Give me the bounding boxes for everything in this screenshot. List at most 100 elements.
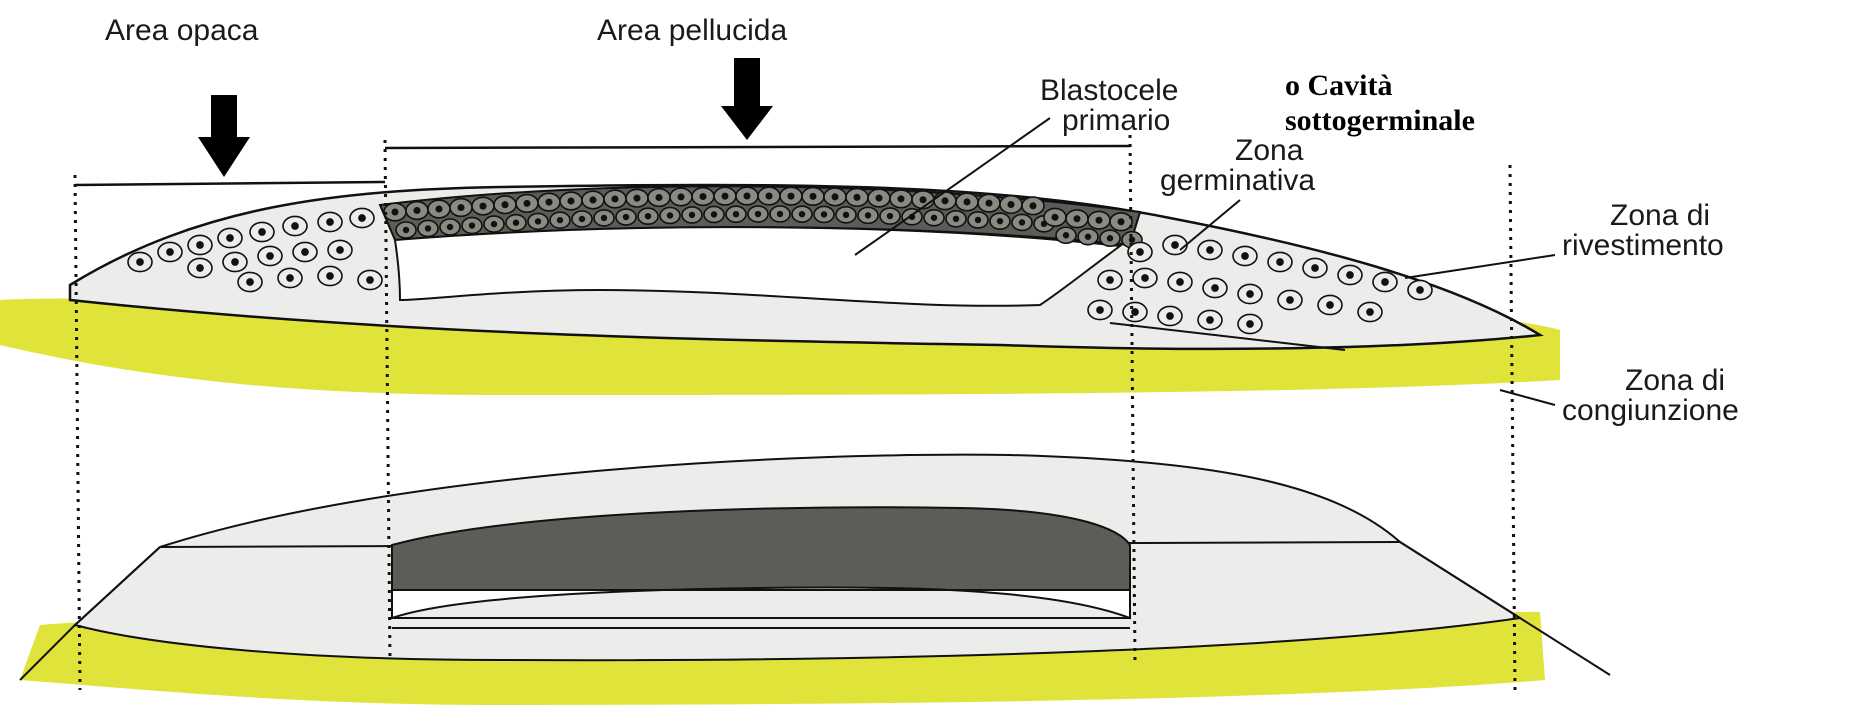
label-zona-germinativa-1: Zona bbox=[1235, 134, 1304, 167]
cell-nucleus bbox=[501, 201, 508, 208]
cell-nucleus bbox=[1286, 296, 1294, 304]
cell-nucleus bbox=[435, 205, 442, 212]
cell-nucleus bbox=[699, 193, 706, 200]
cell-nucleus bbox=[291, 222, 299, 230]
cell-nucleus bbox=[1366, 308, 1374, 316]
cell-nucleus bbox=[721, 193, 728, 200]
cell-nucleus bbox=[1311, 264, 1319, 272]
cell-nucleus bbox=[326, 218, 334, 226]
cell-nucleus bbox=[545, 199, 552, 206]
label-area-pellucida: Area pellucida bbox=[597, 14, 787, 47]
cell-nucleus bbox=[1381, 278, 1389, 286]
cell-nucleus bbox=[755, 211, 761, 217]
cell-nucleus bbox=[623, 214, 629, 220]
cell-nucleus bbox=[136, 258, 144, 266]
cell-nucleus bbox=[799, 211, 805, 217]
cell-nucleus bbox=[479, 203, 486, 210]
cell-nucleus bbox=[513, 220, 519, 226]
arrow-opaca bbox=[198, 95, 250, 177]
cell-nucleus bbox=[1129, 237, 1135, 243]
label-zona-rivestimento-1: Zona di bbox=[1610, 199, 1710, 232]
cell-nucleus bbox=[226, 234, 234, 242]
cell-nucleus bbox=[266, 252, 274, 260]
cell-nucleus bbox=[1051, 214, 1058, 221]
label-zona-rivestimento-2: rivestimento bbox=[1562, 229, 1724, 262]
label-zona-congiunzione-1: Zona di bbox=[1625, 364, 1725, 397]
cell-nucleus bbox=[358, 214, 366, 222]
cell-nucleus bbox=[1246, 290, 1254, 298]
cell-nucleus bbox=[667, 212, 673, 218]
cell-nucleus bbox=[413, 207, 420, 214]
cell-nucleus bbox=[457, 204, 464, 211]
cell-nucleus bbox=[975, 217, 981, 223]
cell-nucleus bbox=[557, 217, 563, 223]
cell-nucleus bbox=[166, 248, 174, 256]
cell-nucleus bbox=[391, 208, 398, 215]
cell-nucleus bbox=[1136, 248, 1144, 256]
cell-nucleus bbox=[821, 211, 827, 217]
cell-nucleus bbox=[831, 193, 838, 200]
bottom-section bbox=[20, 455, 1610, 705]
cell-nucleus bbox=[633, 195, 640, 202]
label-cavita-2: sottogerminale bbox=[1285, 104, 1475, 137]
cell-nucleus bbox=[645, 213, 651, 219]
cell-nucleus bbox=[469, 222, 475, 228]
cell-nucleus bbox=[733, 211, 739, 217]
cell-nucleus bbox=[1206, 316, 1214, 324]
cell-nucleus bbox=[1171, 241, 1179, 249]
cell-nucleus bbox=[425, 225, 431, 231]
cell-nucleus bbox=[1276, 258, 1284, 266]
cell-nucleus bbox=[535, 218, 541, 224]
blastocoel-cavity bbox=[395, 227, 1120, 306]
cell-nucleus bbox=[1131, 308, 1139, 316]
cell-nucleus bbox=[931, 215, 937, 221]
cell-nucleus bbox=[567, 197, 574, 204]
cell-nucleus bbox=[1007, 201, 1014, 208]
cell-nucleus bbox=[491, 221, 497, 227]
cell-nucleus bbox=[843, 212, 849, 218]
label-area-opaca: Area opaca bbox=[105, 14, 259, 47]
cell-nucleus bbox=[286, 274, 294, 282]
cell-nucleus bbox=[1106, 276, 1114, 284]
cell-nucleus bbox=[655, 194, 662, 201]
cell-nucleus bbox=[589, 196, 596, 203]
cell-nucleus bbox=[1063, 232, 1069, 238]
cell-nucleus bbox=[1241, 252, 1249, 260]
cell-nucleus bbox=[1096, 306, 1104, 314]
top-section bbox=[0, 185, 1560, 395]
cell-nucleus bbox=[196, 241, 204, 249]
cell-nucleus bbox=[897, 195, 904, 202]
cell-nucleus bbox=[677, 193, 684, 200]
cell-nucleus bbox=[1246, 320, 1254, 328]
cell-nucleus bbox=[196, 264, 204, 272]
label-blastocele-1: Blastocele bbox=[1040, 74, 1178, 107]
cell-nucleus bbox=[1166, 312, 1174, 320]
cell-nucleus bbox=[1073, 215, 1080, 222]
cell-nucleus bbox=[1211, 284, 1219, 292]
cell-nucleus bbox=[689, 212, 695, 218]
cell-nucleus bbox=[997, 218, 1003, 224]
cell-nucleus bbox=[953, 216, 959, 222]
cell-nucleus bbox=[743, 193, 750, 200]
cell-nucleus bbox=[1416, 286, 1424, 294]
cell-nucleus bbox=[601, 215, 607, 221]
label-cavita-1: o Cavità bbox=[1285, 69, 1393, 102]
cell-nucleus bbox=[711, 211, 717, 217]
cell-nucleus bbox=[865, 212, 871, 218]
cell-nucleus bbox=[246, 278, 254, 286]
cell-nucleus bbox=[579, 216, 585, 222]
cell-nucleus bbox=[231, 258, 239, 266]
cell-nucleus bbox=[523, 200, 530, 207]
cell-nucleus bbox=[1326, 301, 1334, 309]
cell-nucleus bbox=[1176, 278, 1184, 286]
cell-nucleus bbox=[941, 197, 948, 204]
cell-nucleus bbox=[887, 213, 893, 219]
cell-nucleus bbox=[1346, 271, 1354, 279]
cell-nucleus bbox=[611, 195, 618, 202]
label-zona-congiunzione-2: congiunzione bbox=[1562, 394, 1739, 427]
cell-nucleus bbox=[1095, 217, 1102, 224]
cell-nucleus bbox=[301, 248, 309, 256]
cell-nucleus bbox=[1141, 274, 1149, 282]
cell-nucleus bbox=[875, 195, 882, 202]
